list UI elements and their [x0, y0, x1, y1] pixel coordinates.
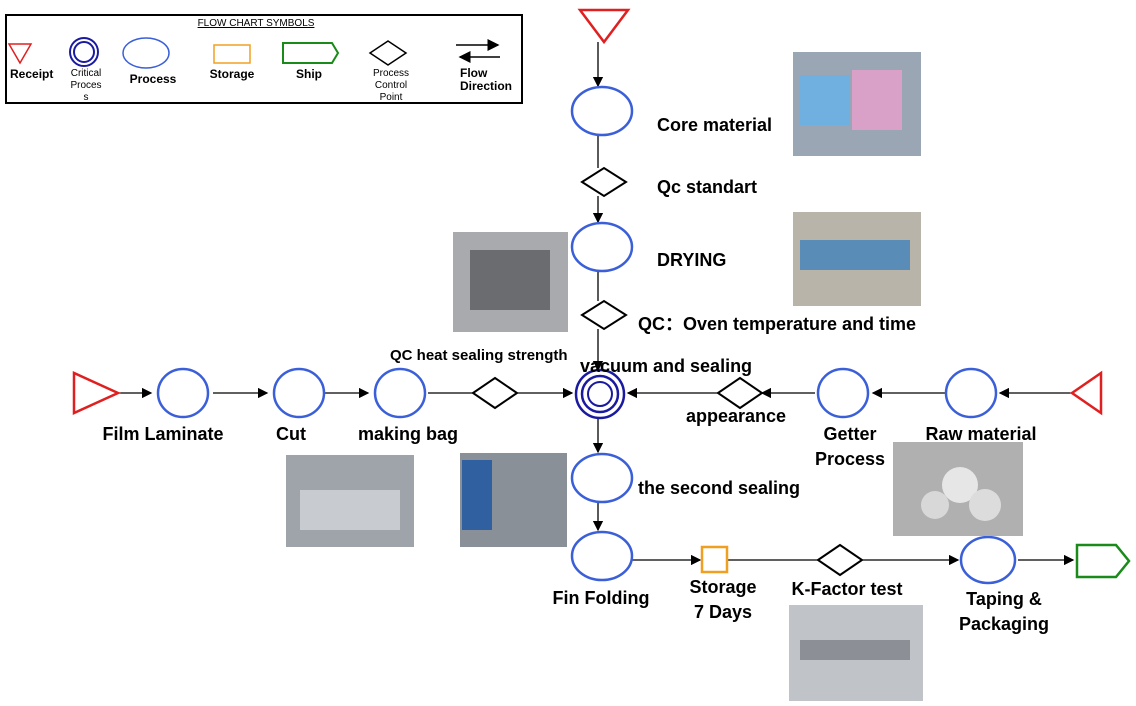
- process-icon: [122, 37, 170, 69]
- control-point-icon: [368, 40, 408, 66]
- legend-critical-2: Proces: [70, 80, 101, 91]
- label-getter-2: Process: [815, 449, 885, 469]
- photos: [286, 52, 1023, 701]
- ship-icon: [282, 42, 340, 64]
- receipt-right-icon: [1069, 370, 1103, 416]
- legend: FLOW CHART SYMBOLS Receipt Critical Proc…: [5, 14, 523, 104]
- label-drying: DRYING: [657, 250, 726, 270]
- label-getter-1: Getter: [823, 424, 876, 444]
- storage-box: [700, 545, 729, 574]
- legend-process: Process: [130, 72, 177, 86]
- label-making-bag: making bag: [358, 424, 458, 444]
- raw-material-process: [944, 367, 998, 419]
- appearance-diamond: [716, 376, 764, 410]
- label-raw-material: Raw material: [925, 424, 1036, 444]
- legend-control-3: Point: [380, 92, 403, 103]
- qc-heat-diamond: [471, 376, 519, 410]
- legend-control-2: Control: [375, 80, 407, 91]
- receipt-left-icon: [72, 371, 122, 415]
- cut-process: [272, 367, 326, 419]
- label-storage-2: 7 Days: [694, 602, 752, 622]
- legend-storage: Storage: [210, 67, 255, 81]
- label-taping-2: Packaging: [959, 614, 1049, 634]
- label-core-material: Core material: [657, 115, 772, 135]
- legend-critical-3: s: [84, 92, 89, 103]
- ship-end-icon: [1075, 543, 1131, 579]
- storage-icon: [213, 44, 251, 64]
- label-taping-1: Taping &: [966, 589, 1042, 609]
- label-appearance: appearance: [686, 406, 786, 426]
- legend-flow-1: Flow: [460, 66, 488, 80]
- qc-oven-diamond: [580, 299, 628, 331]
- legend-control-1: Process: [373, 68, 409, 79]
- label-qc-standard: Qc standart: [657, 177, 757, 197]
- second-sealing-process: [570, 452, 634, 504]
- flow-direction-icon: [456, 39, 500, 63]
- label-cut: Cut: [276, 424, 306, 444]
- connectors: [118, 42, 1075, 566]
- film-laminate-process: [156, 367, 210, 419]
- label-second-sealing: the second sealing: [638, 478, 800, 498]
- legend-title: FLOW CHART SYMBOLS: [198, 18, 315, 29]
- receipt-top-icon: [577, 8, 631, 45]
- label-storage-1: Storage: [689, 577, 756, 597]
- k-factor-diamond: [816, 543, 864, 577]
- drying-process: [570, 221, 634, 273]
- taping-process: [959, 535, 1017, 585]
- label-qc-oven: QC：Oven temperature and time: [638, 314, 916, 334]
- making-bag-process: [373, 367, 427, 419]
- fin-folding-process: [570, 530, 634, 582]
- vacuum-sealing-critical: [574, 368, 626, 420]
- label-fin-folding: Fin Folding: [553, 588, 650, 608]
- legend-flow-2: Direction: [460, 79, 512, 93]
- getter-process: [816, 367, 870, 419]
- receipt-icon: [7, 43, 33, 65]
- qc-standard-diamond: [580, 166, 628, 198]
- label-vacuum-sealing: vacuum and sealing: [580, 356, 752, 376]
- label-film-laminate: Film Laminate: [102, 424, 223, 444]
- legend-ship: Ship: [296, 67, 322, 81]
- label-k-factor: K-Factor test: [791, 579, 902, 599]
- core-material-process: [570, 85, 634, 137]
- legend-receipt: Receipt: [10, 67, 53, 81]
- label-qc-heat: QC heat sealing strength: [390, 347, 568, 364]
- critical-process-icon: [69, 37, 99, 67]
- legend-critical-1: Critical: [71, 68, 102, 79]
